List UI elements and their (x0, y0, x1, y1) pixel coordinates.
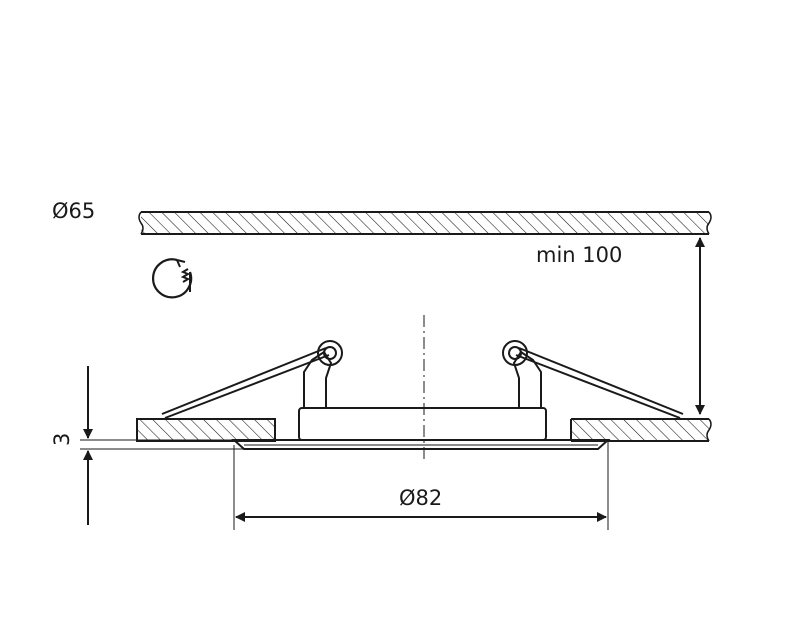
dimension-outer-diameter (233, 440, 609, 530)
ceiling-slab (138, 211, 712, 235)
fixture-body (231, 407, 611, 450)
outer-diameter-label: Ø82 (399, 486, 442, 510)
min-depth-label: min 100 (536, 243, 622, 267)
dimension-rim-thickness (80, 366, 244, 525)
ceiling-panel-left (136, 418, 276, 442)
rim-thickness-label: 3 (50, 433, 74, 446)
rotate-adjust-icon (152, 258, 193, 299)
ceiling-panel-right (570, 418, 712, 442)
spring-clip-right (502, 340, 684, 419)
spring-clip-left (161, 340, 343, 419)
cutout-diameter-label: Ø65 (52, 199, 95, 223)
